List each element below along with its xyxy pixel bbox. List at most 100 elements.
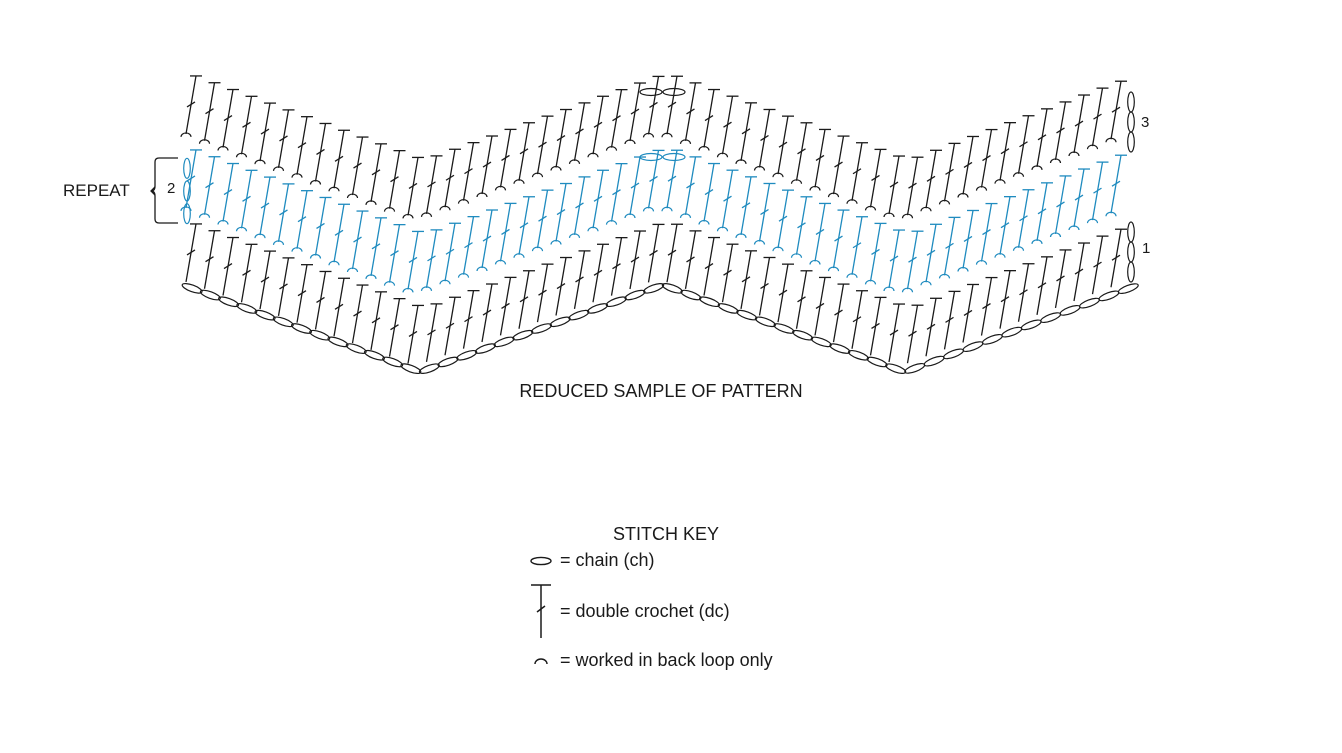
row-2-dc-tick: [741, 202, 751, 209]
row-3-dc-tick: [1056, 127, 1065, 134]
back-loop-arc: [272, 240, 285, 246]
back-loop-arc: [402, 213, 414, 219]
row-3-dc-tick: [1093, 113, 1102, 120]
back-loop-arc: [309, 253, 322, 259]
row-2-dc-tick: [390, 250, 399, 257]
back-loop-arc: [180, 206, 192, 212]
back-loop-arc: [809, 185, 821, 191]
back-loop-arc: [957, 192, 969, 198]
chain-stitch: [885, 363, 907, 374]
back-loop-arc: [383, 281, 396, 286]
row-2-dc-tick: [316, 222, 325, 230]
back-loop-arc: [420, 212, 433, 218]
back-loop-arc: [494, 185, 507, 191]
row-2-dc-tick: [1037, 208, 1047, 215]
chain-stitch: [962, 341, 984, 353]
row-2-dc-tick: [205, 182, 214, 189]
back-loop-arc: [291, 173, 303, 178]
row-3-dc-tick: [834, 161, 843, 168]
row-3-dc-tick: [501, 154, 510, 161]
chain-stitch: [437, 356, 459, 368]
row-3-dc-tick: [186, 101, 196, 108]
row-2-dc-tick: [1093, 187, 1102, 194]
back-loop-arc: [790, 179, 803, 184]
back-loop-arc: [957, 266, 969, 272]
back-loop-arc: [365, 274, 377, 279]
row-3-dc-tick: [427, 181, 436, 188]
row-2-dc-tick: [242, 195, 251, 202]
row-1-dc-tick: [593, 269, 603, 276]
chain-stitch: [904, 362, 926, 374]
back-loop-arc: [309, 179, 322, 185]
back-loop-arc: [328, 260, 340, 266]
row-2-dc-tick: [1074, 194, 1084, 201]
back-loop-arc: [846, 199, 858, 204]
row-2-dc-tick: [279, 209, 288, 216]
back-loop-arc: [1049, 232, 1062, 238]
row-3-dc-tick: [871, 174, 880, 181]
row-3-dc-tick: [575, 128, 584, 135]
stitch-key-title: STITCH KEY: [613, 524, 719, 544]
back-loop-arc: [235, 226, 248, 232]
chain-stitch: [474, 343, 496, 354]
back-loop-arc: [550, 239, 562, 245]
row-1-dc-tick: [1093, 261, 1102, 268]
turning-chain-row-2: [183, 203, 191, 225]
row-2-dc-tick: [815, 228, 825, 235]
row-2-dc-tick: [834, 235, 843, 242]
turning-chain-row-1: [1127, 241, 1135, 263]
chain-stitch: [568, 309, 590, 321]
chain-stitch: [639, 152, 663, 162]
back-loop-arc: [994, 253, 1006, 258]
back-loop-arc: [679, 213, 692, 219]
chain-stitch: [1040, 312, 1062, 324]
back-loop-arc: [642, 206, 655, 212]
row-3-dc-tick: [205, 108, 214, 115]
back-loop-arc: [568, 233, 581, 239]
diagram-caption: REDUCED SAMPLE OF PATTERN: [519, 381, 802, 401]
row-2-dc-tick: [649, 175, 658, 182]
back-loop-arc: [198, 139, 211, 144]
back-loop-arc: [772, 172, 784, 178]
row-1-dc-tick: [464, 316, 473, 323]
row-3-dc-tick: [704, 114, 714, 122]
row-2-dc-tick: [612, 189, 621, 196]
back-loop-arc: [661, 132, 673, 138]
row-2-dc-tick: [1019, 215, 1028, 222]
back-loop-arc: [476, 192, 488, 198]
chain-stitch: [290, 323, 313, 334]
chain-stitch: [254, 309, 276, 321]
back-loop-arc: [605, 220, 618, 225]
back-loop-arc: [938, 199, 951, 205]
chain-symbol-icon: [530, 556, 552, 566]
key-dc-label: = double crochet (dc): [560, 601, 730, 621]
back-loop-arc: [827, 192, 840, 198]
row-2-dc-tick: [297, 216, 307, 223]
back-loop-arc: [698, 219, 710, 225]
row-2-dc-tick: [556, 208, 566, 216]
row-3-dc-tick: [963, 161, 973, 169]
row-2-dc-tick: [427, 255, 436, 262]
row-3-dc-tick: [260, 128, 270, 135]
chain-stitch: [981, 333, 1003, 345]
chain-stitch: [829, 343, 851, 354]
row-1-dc-tick: [908, 330, 917, 337]
row-1-dc-tick: [1000, 296, 1010, 303]
chain-stitch: [345, 343, 367, 354]
turning-chain-row-1: [1127, 261, 1135, 283]
row-3-dc-tick: [556, 134, 566, 142]
row-1-dc-tick: [538, 289, 547, 296]
row-3-dc-tick: [1037, 134, 1047, 141]
back-loop-arc: [679, 139, 692, 145]
row-2-dc-tick: [353, 236, 362, 243]
back-loop-arc: [420, 286, 433, 292]
row-2-dc-tick: [852, 242, 862, 249]
back-loop-arc: [254, 233, 266, 239]
chain-stitch: [643, 283, 665, 294]
row-1-dc-tick: [630, 256, 640, 263]
row-3-dc-tick: [464, 168, 473, 175]
row-2-dc-tick: [464, 242, 473, 249]
chain-stitch: [1020, 319, 1042, 331]
back-loop-arc: [328, 186, 340, 192]
back-loop-arc: [827, 266, 840, 272]
